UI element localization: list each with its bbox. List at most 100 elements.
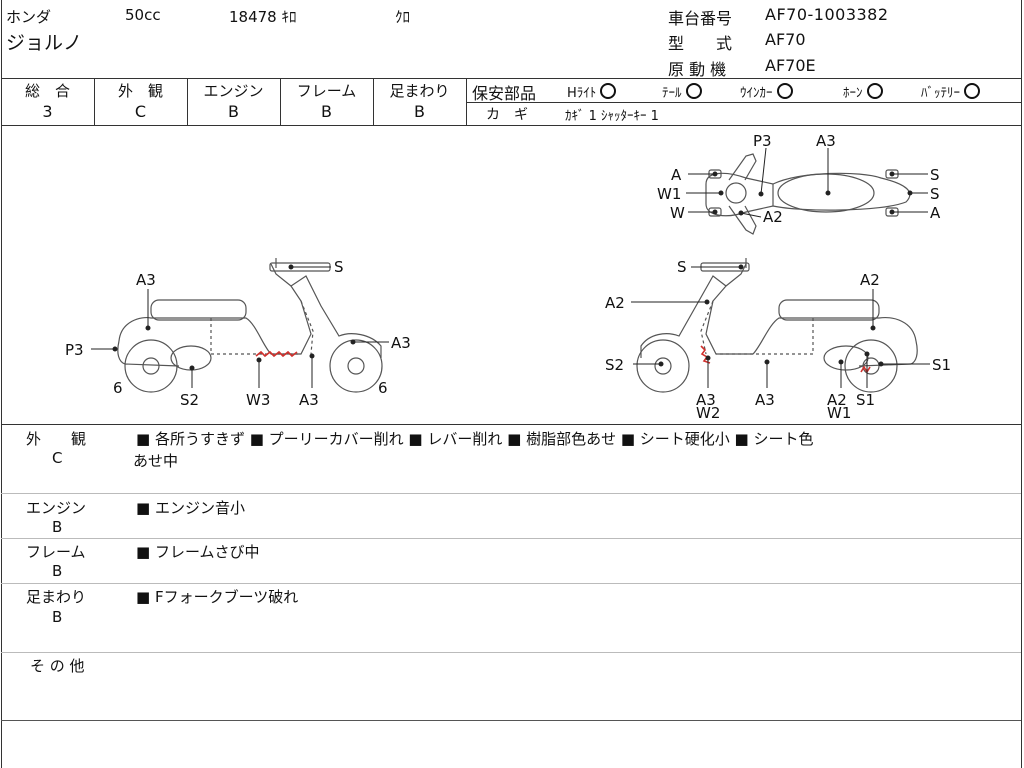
- label-right-s2: S2: [605, 356, 624, 374]
- ok-circle-icon: [964, 83, 980, 99]
- safety-label: 保安部品: [472, 84, 537, 103]
- safety-item-label: ｳｲﾝｶｰ: [740, 86, 773, 101]
- type-value: AF70: [765, 30, 806, 49]
- remark-divider-1: [1, 493, 1021, 494]
- label-top-p3: P3: [753, 132, 772, 150]
- label-left-6-front: 6: [378, 379, 388, 397]
- ok-circle-icon: [776, 83, 793, 99]
- engine-label: 原 動 機: [668, 60, 727, 79]
- damage-diagram: P3 A3 A W1 W A2 S S A S A3 P3 A3 6 S2 W3…: [65, 132, 951, 422]
- grade-value-engine: B: [228, 102, 239, 121]
- grade-value-exterior: C: [134, 102, 147, 121]
- remark-divider-3: [1, 583, 1021, 584]
- safety-item-label: Hﾗｲﾄ: [567, 86, 597, 101]
- engine-value: AF70E: [765, 56, 816, 75]
- safety-item-tail: ﾃｰﾙ: [662, 82, 702, 101]
- ok-circle-icon: [685, 83, 702, 99]
- label-top-a-rear: A: [930, 204, 941, 222]
- remark-line: ■ Fフォークブーツ破れ: [136, 588, 299, 606]
- grade-label-frame: フレーム: [296, 82, 357, 100]
- label-top-a2: A2: [763, 208, 783, 226]
- label-top-s-1: S: [930, 166, 940, 184]
- top-view-sketch: [705, 153, 911, 235]
- label-top-s-2: S: [930, 185, 940, 203]
- remark-category-other: そ の 他: [30, 657, 85, 675]
- frame-no-value: AF70-1003382: [765, 5, 889, 24]
- grade-sep-1: [94, 78, 95, 125]
- grade-label-overall: 総 合: [24, 82, 70, 100]
- label-left-6-rear: 6: [113, 379, 123, 397]
- frame-no-label: 車台番号: [668, 9, 733, 28]
- grade-sep-5: [466, 78, 467, 125]
- remark-divider-4: [1, 652, 1021, 653]
- remark-grade-engine: B: [52, 518, 63, 536]
- remark-line: ■ エンジン音小: [136, 499, 245, 517]
- remark-line: ■ 各所うすきず ■ プーリーカバー削れ ■ レバー削れ ■ 樹脂部色あせ ■ …: [136, 430, 814, 448]
- label-left-p3: P3: [65, 341, 84, 359]
- damage-mark: [860, 365, 871, 374]
- safety-item-winker: ｳｲﾝｶｰ: [740, 82, 793, 101]
- safety-item-headlight: Hﾗｲﾄ: [567, 82, 617, 101]
- remark-category-exterior: 外 観: [26, 430, 87, 448]
- label-top-a3: A3: [816, 132, 836, 150]
- grade-value-overall: 3: [42, 102, 53, 121]
- label-left-s: S: [334, 258, 344, 276]
- label-right-s1-lower: S1: [856, 391, 875, 409]
- label-right-w1: W1: [827, 404, 851, 422]
- label-right-s: S: [677, 258, 687, 276]
- ok-circle-icon: [866, 83, 883, 99]
- mileage: 18478 ｷﾛ: [229, 8, 297, 26]
- color: ｸﾛ: [395, 8, 411, 26]
- grade-sep-3: [280, 78, 281, 125]
- key-value: ｶｷﾞ 1 ｼｬｯﾀｰｷｰ 1: [565, 109, 659, 124]
- grade-label-exterior: 外 観: [117, 82, 163, 100]
- displacement: 50cc: [125, 6, 161, 24]
- label-top-a-front: A: [671, 166, 682, 184]
- header-divider: [1, 78, 1021, 79]
- safety-item-label: ﾃｰﾙ: [662, 86, 682, 101]
- remark-grade-suspension: B: [52, 608, 63, 626]
- label-left-a3-front: A3: [391, 334, 411, 352]
- label-right-a2-seat: A2: [860, 271, 880, 289]
- label-right-s1: S1: [932, 356, 951, 374]
- remark-line: あせ中: [133, 452, 179, 470]
- grade-value-suspension: B: [414, 102, 425, 121]
- label-right-a2-cover: A2: [827, 391, 847, 409]
- key-label: カ ギ: [486, 107, 528, 123]
- model-name: ジョルノ: [6, 32, 83, 54]
- label-right-a2-legshield: A2: [605, 294, 625, 312]
- label-right-a3-fork: A3: [696, 391, 716, 409]
- left-side-sketch: [117, 258, 383, 393]
- label-left-a3-seat: A3: [136, 271, 156, 289]
- grade-sep-4: [373, 78, 374, 125]
- remark-line: ■ フレームさび中: [136, 543, 260, 561]
- label-right-w2: W2: [696, 404, 720, 422]
- remark-category-frame: フレーム: [26, 543, 86, 561]
- grade-label-engine: エンジン: [203, 82, 264, 100]
- label-left-s2: S2: [180, 391, 199, 409]
- safety-item-label: ﾎｰﾝ: [843, 86, 863, 101]
- ok-circle-icon: [600, 83, 617, 99]
- label-top-w: W: [670, 204, 685, 222]
- label-left-w3: W3: [246, 391, 270, 409]
- label-right-a3-floor: A3: [755, 391, 775, 409]
- grade-mid-divider: [466, 102, 1021, 103]
- remark-divider-2: [1, 538, 1021, 539]
- damage-mark: [255, 350, 298, 358]
- safety-item-label: ﾊﾞｯﾃﾘｰ: [921, 86, 960, 101]
- remark-grade-exterior: C: [52, 449, 63, 467]
- remark-grade-frame: B: [52, 562, 63, 580]
- label-left-a3-floor: A3: [299, 391, 319, 409]
- frame-left-border: [1, 0, 2, 768]
- maker: ホンダ: [6, 8, 52, 26]
- remark-divider-5: [1, 720, 1021, 721]
- grade-sep-2: [187, 78, 188, 125]
- remark-category-suspension: 足まわり: [26, 588, 87, 606]
- damage-mark: [700, 345, 711, 364]
- grade-bottom-divider: [1, 125, 1021, 126]
- safety-item-battery: ﾊﾞｯﾃﾘｰ: [921, 82, 980, 101]
- type-label: 型 式: [668, 34, 733, 53]
- remark-category-engine: エンジン: [26, 499, 87, 517]
- safety-item-horn: ﾎｰﾝ: [843, 82, 883, 101]
- label-top-w1: W1: [657, 185, 681, 203]
